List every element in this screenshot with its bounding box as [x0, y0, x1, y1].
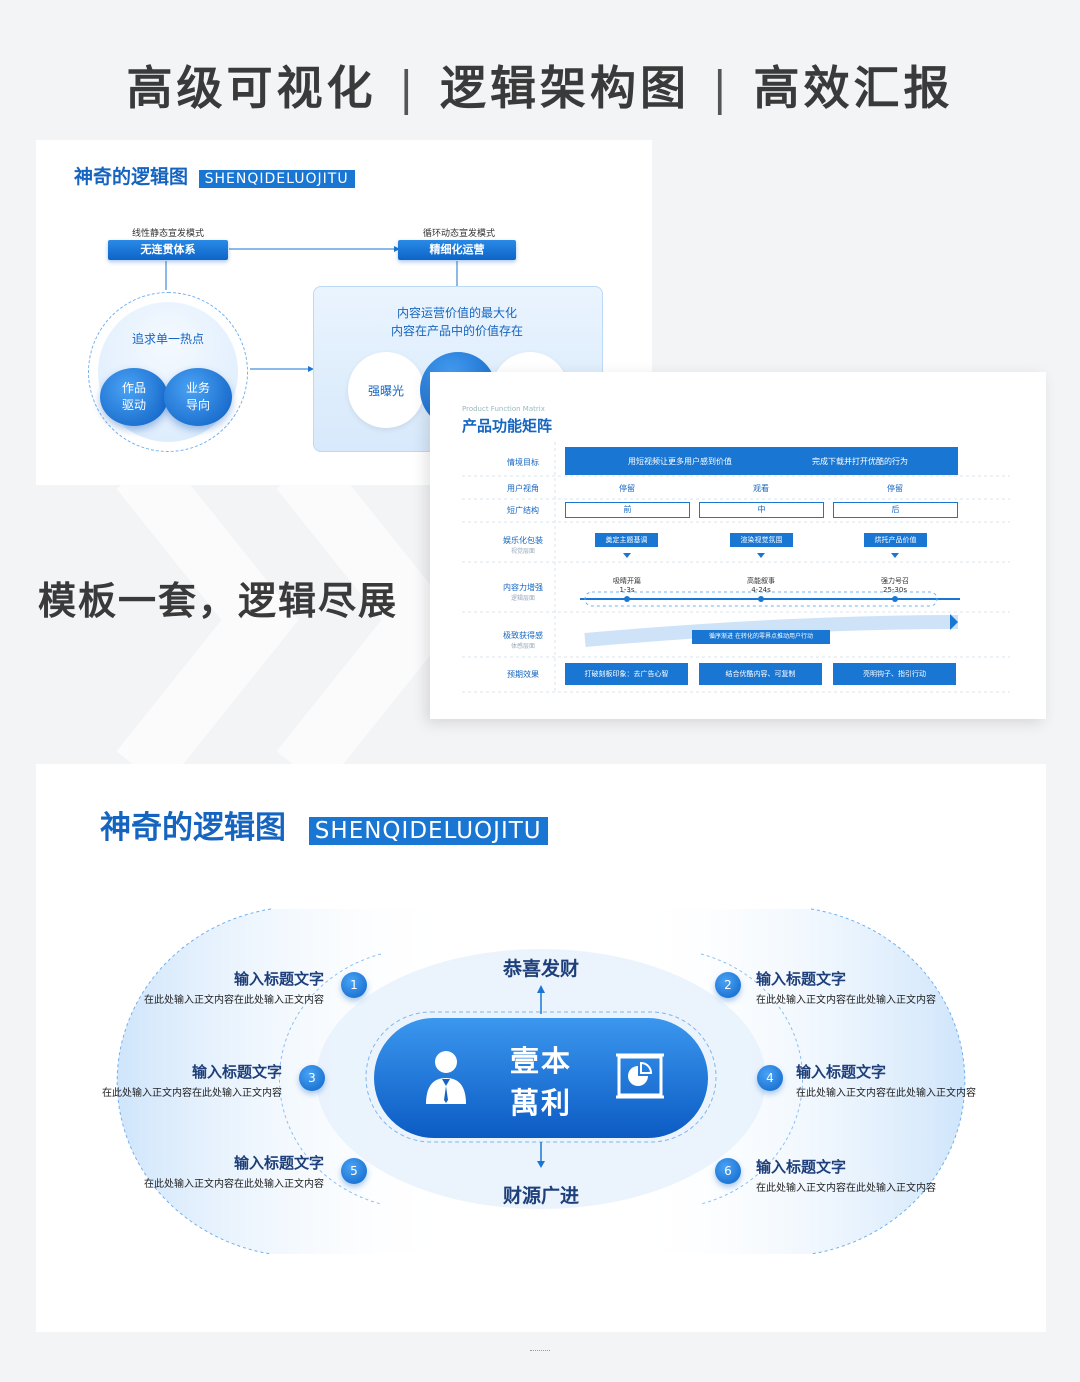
matrix-subtitle: Product Function Matrix: [462, 405, 545, 413]
item-6-number: 6: [715, 1158, 741, 1184]
slide3-title: 神奇的逻辑图 SHENQIDELUOJITU: [100, 802, 548, 847]
box-circle-left-label: 强曝光: [367, 383, 404, 398]
content-1-time: 1-3s: [619, 586, 635, 594]
slide-product-matrix: Product Function Matrix 产品功能矩阵 情境目标 用户视角…: [430, 372, 1046, 719]
content-1-label: 吸睛开篇: [613, 577, 641, 585]
gain-box: 循序渐进 在转化的零界点推动用户行动: [692, 630, 830, 644]
headline-part1: 高级可视化: [126, 61, 377, 115]
structure-2: 中: [699, 502, 824, 518]
ball-right: 业务 导向: [164, 368, 232, 426]
row-label-package-main: 娱乐化包装: [503, 536, 543, 545]
center-line1: 壹本: [509, 1044, 572, 1078]
package-2: 渲染视觉氛围: [730, 533, 793, 547]
row-label-gain: 极致获得感体感层面: [478, 630, 568, 650]
row-label-effect: 预期效果: [507, 670, 539, 679]
goal-bar: [565, 447, 958, 475]
slide1-title-cn: 神奇的逻辑图: [74, 166, 189, 188]
row-label-goal: 情境目标: [507, 458, 539, 467]
item-2-body: 在此处输入正文内容在此处输入正文内容: [756, 995, 936, 1006]
view-3: 停留: [887, 484, 903, 493]
headline-part3: 高效汇报: [753, 61, 954, 115]
tagline: 模板一套，逻辑尽展: [38, 578, 399, 623]
package-3: 烘托产品价值: [864, 533, 927, 547]
headline-separator: |: [712, 61, 732, 115]
row-label-content: 内容力增强逻辑层面: [478, 582, 568, 602]
item-5-title: 输入标题文字: [233, 1154, 324, 1172]
presentation-chart-icon: [616, 1053, 664, 1099]
item-3-body: 在此处输入正文内容在此处输入正文内容: [102, 1088, 282, 1099]
item-4-number: 4: [757, 1065, 783, 1091]
page-indicator: [530, 1350, 550, 1351]
person-icon: [426, 1051, 466, 1104]
left-caption: 线性静态宣发模式: [132, 229, 205, 239]
row-label-package-sub: 视觉层面: [510, 548, 535, 555]
headline-part2: 逻辑架构图: [440, 61, 690, 115]
headline-separator: |: [398, 61, 418, 115]
structure-3: 后: [833, 502, 958, 518]
item-1-number: 1: [341, 972, 367, 998]
row-label-package: 娱乐化包装视觉层面: [478, 535, 568, 555]
center-line2: 萬利: [509, 1086, 572, 1120]
content-2-time: 4-24s: [751, 586, 771, 594]
effect-1: 打破刻板印象：去广告心智: [565, 663, 688, 685]
slide1-title-en: SHENQIDELUOJITU: [198, 170, 355, 188]
slide3-graphic: [116, 908, 966, 1255]
item-3-title: 输入标题文字: [191, 1063, 282, 1081]
effect-3: 亮明钩子、指引行动: [833, 663, 956, 685]
matrix-title: 产品功能矩阵: [462, 417, 553, 435]
item-6-body: 在此处输入正文内容在此处输入正文内容: [756, 1183, 936, 1194]
goal-right: 完成下载并打开优酷的行为: [812, 457, 908, 466]
matrix-grid: [462, 442, 1010, 693]
row-label-content-sub: 逻辑层面: [510, 595, 535, 602]
headline: 高级可视化 | 逻辑架构图 | 高效汇报: [0, 52, 1080, 118]
bottom-text: 财源广进: [502, 1185, 579, 1207]
item-4-title: 输入标题文字: [796, 1063, 887, 1081]
content-3-label: 强力号召: [881, 577, 909, 585]
view-1: 停留: [619, 484, 635, 493]
slide3-title-cn: 神奇的逻辑图: [100, 810, 286, 846]
item-6-title: 输入标题文字: [756, 1158, 847, 1176]
package-1: 奠定主题基调: [595, 533, 658, 547]
item-4-body: 在此处输入正文内容在此处输入正文内容: [796, 1088, 976, 1099]
slide1-title: 神奇的逻辑图 SHENQIDELUOJITU: [74, 162, 355, 189]
top-text: 恭喜发财: [502, 958, 579, 980]
circle-text: 追求单一热点: [131, 332, 204, 346]
box-line2: 内容在产品中的价值存在: [390, 324, 523, 338]
row-label-gain-main: 极致获得感: [503, 631, 543, 640]
item-1-body: 在此处输入正文内容在此处输入正文内容: [144, 995, 324, 1006]
left-circle-outer: [88, 292, 248, 452]
right-caption: 循环动态宣发模式: [423, 229, 496, 239]
item-3-number: 3: [299, 1065, 325, 1091]
left-button[interactable]: 无连贯体系: [108, 240, 228, 260]
goal-left: 用短视频让更多用户感到价值: [628, 457, 732, 466]
item-2-number: 2: [715, 972, 741, 998]
content-3-time: 25-30s: [883, 586, 907, 594]
box-line1: 内容运营价值的最大化: [396, 306, 517, 320]
row-label-content-main: 内容力增强: [503, 583, 543, 592]
item-5-number: 5: [341, 1158, 367, 1184]
row-label-structure: 短广结构: [507, 506, 539, 515]
item-2-title: 输入标题文字: [756, 970, 847, 988]
slide-radial-logic: 神奇的逻辑图 SHENQIDELUOJITU: [36, 764, 1046, 1332]
slide1-connectors: [165, 246, 458, 372]
item-5-body: 在此处输入正文内容在此处输入正文内容: [144, 1179, 324, 1190]
slide3-title-en: SHENQIDELUOJITU: [308, 817, 548, 845]
effect-2: 结合优酷内容、可复制: [699, 663, 822, 685]
ball-left: 作品 驱动: [100, 368, 168, 426]
content-2-label: 高能叙事: [747, 577, 775, 585]
row-label-view: 用户视角: [507, 484, 539, 493]
row-label-gain-sub: 体感层面: [510, 643, 535, 650]
structure-1: 前: [565, 502, 690, 518]
box-circle-left: 强曝光: [348, 352, 424, 428]
item-1-title: 输入标题文字: [233, 970, 324, 988]
right-button[interactable]: 精细化运营: [398, 240, 516, 260]
view-2: 观看: [753, 484, 769, 493]
